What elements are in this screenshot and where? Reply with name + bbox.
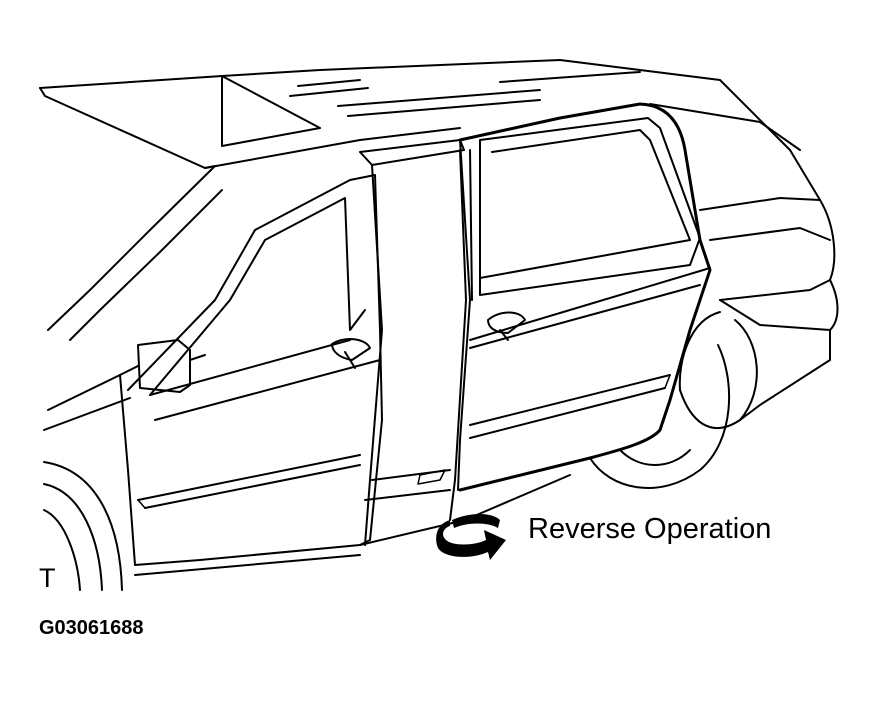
corner-mark: T [39, 563, 56, 593]
van-front-body [43, 165, 571, 576]
center-pillar [359, 139, 467, 546]
van-rear [589, 197, 839, 489]
van-roof [39, 59, 821, 201]
reverse-operation-label: Reverse Operation [528, 513, 772, 545]
front-door [127, 174, 383, 546]
front-wheel [43, 461, 123, 591]
reverse-rotation-arrow-icon [436, 514, 506, 560]
figure-code: G03061688 [39, 617, 144, 639]
sliding-door [457, 102, 712, 492]
side-mirror [137, 339, 206, 393]
